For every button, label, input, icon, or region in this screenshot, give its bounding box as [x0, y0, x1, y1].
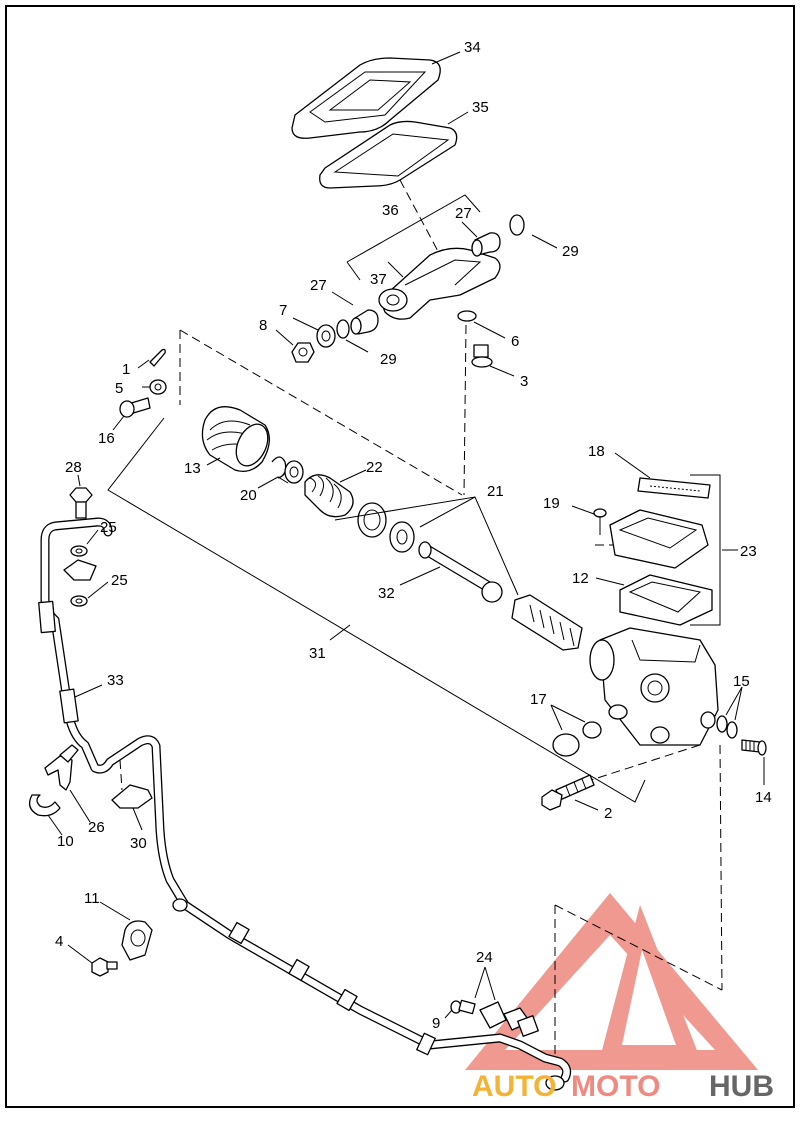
washer-15b: [726, 721, 738, 739]
callout-5: 5: [115, 380, 123, 397]
assembly-lines: [119, 179, 723, 1060]
callout-20: 20: [240, 487, 257, 504]
callout-6: 6: [511, 333, 519, 350]
label-18: [637, 477, 711, 499]
bracket-23: [690, 474, 721, 626]
callout-28: 28: [65, 459, 82, 476]
callout-15: 15: [733, 673, 750, 690]
clevis-pin-16: [119, 397, 151, 418]
boot-13: [201, 406, 270, 473]
o-ring-29a: [509, 214, 525, 236]
logo-auto: AUTO: [472, 1070, 556, 1103]
callout-9: 9: [432, 1015, 440, 1032]
screw-3: [471, 344, 493, 368]
callout-14: 14: [755, 789, 772, 806]
banjo-fitting: [63, 559, 97, 581]
watermark-triangle: [465, 893, 758, 1070]
clamp-11: [121, 920, 153, 961]
callout-numbers: 34 35 36 27 29 37 27 7 8 29 6 3 1 5 16 1…: [55, 39, 772, 1032]
o-ring-17: [582, 721, 602, 739]
callout-11: 11: [84, 890, 100, 907]
master-cylinder: [589, 627, 719, 746]
callout-13: 13: [184, 460, 201, 477]
callout-7: 7: [279, 302, 287, 319]
callout-29: 29: [380, 351, 397, 368]
callout-2: 2: [604, 805, 612, 822]
callout-26: 26: [88, 819, 105, 836]
cotter-pin-1: [149, 348, 166, 367]
callout-35: 35: [472, 99, 489, 116]
callout-19: 19: [543, 495, 560, 512]
pedal-arm-37: [378, 247, 501, 320]
retaining-ring-20: [271, 456, 287, 479]
logo-moto: MOTO: [571, 1070, 660, 1103]
brake-line-33: [38, 517, 572, 1091]
banjo-bolt-28: [69, 487, 93, 519]
leader-lines: [47, 51, 765, 1019]
callout-32: 32: [378, 585, 395, 602]
clamp-10: [28, 794, 61, 817]
bolt-2: [541, 774, 595, 811]
bolt-14: [741, 739, 767, 756]
bracket-36: [346, 194, 481, 281]
bracket-31: [107, 417, 646, 803]
callout-36: 36: [382, 202, 399, 219]
clip-30: [111, 784, 153, 809]
callout-37: 37: [370, 271, 387, 288]
callout-16: 16: [98, 430, 115, 447]
callout-34: 34: [464, 39, 481, 56]
washer-21: [389, 521, 415, 553]
callout-33: 33: [107, 672, 124, 689]
washer-7: [316, 324, 336, 348]
callout-8: 8: [259, 317, 267, 334]
callout-18: 18: [588, 443, 605, 460]
callout-29: 29: [562, 243, 579, 260]
diagram-border: [5, 5, 795, 1108]
pedal-pad-35: [319, 120, 458, 189]
gasket-12: [619, 574, 713, 626]
callout-17: 17: [530, 691, 547, 708]
bushing-27a: [471, 232, 501, 257]
retaining-clip-21: [357, 502, 387, 538]
callout-27: 27: [310, 277, 327, 294]
bushing-27b: [350, 309, 379, 335]
watermark-logo: AUTO MOTO HUB: [472, 1070, 774, 1103]
washer-25b: [70, 595, 88, 607]
spring-22: [304, 474, 354, 518]
callout-25: 25: [111, 572, 128, 589]
screw-19: [593, 508, 607, 535]
piston-assembly: [511, 594, 583, 651]
washer-25a: [70, 545, 88, 557]
logo-hub: HUB: [709, 1070, 774, 1103]
nut-8: [291, 342, 315, 363]
callout-23: 23: [740, 543, 757, 560]
callout-10: 10: [57, 833, 74, 850]
callout-24: 24: [476, 949, 493, 966]
callout-25: 25: [100, 519, 117, 536]
washer-15a: [716, 715, 728, 733]
cover: [609, 509, 709, 569]
callout-31: 31: [309, 645, 326, 662]
callout-30: 30: [130, 835, 147, 852]
washer-5: [149, 379, 167, 395]
callout-1: 1: [122, 361, 130, 378]
washer-6: [457, 310, 477, 322]
pedal-pad-34: [291, 57, 441, 139]
plug-17: [552, 733, 580, 757]
washer-20: [284, 460, 304, 484]
screw-4: [91, 957, 118, 977]
o-ring-29b: [336, 319, 350, 339]
callout-27: 27: [455, 205, 472, 222]
callout-12: 12: [572, 570, 589, 587]
part-9: [450, 999, 476, 1015]
clip-26: [44, 744, 79, 791]
callout-22: 22: [366, 459, 383, 476]
callout-3: 3: [520, 373, 528, 390]
switch-24: [479, 1001, 539, 1037]
callout-4: 4: [55, 933, 63, 950]
callout-21: 21: [487, 483, 504, 500]
push-rod-32: [418, 541, 503, 603]
